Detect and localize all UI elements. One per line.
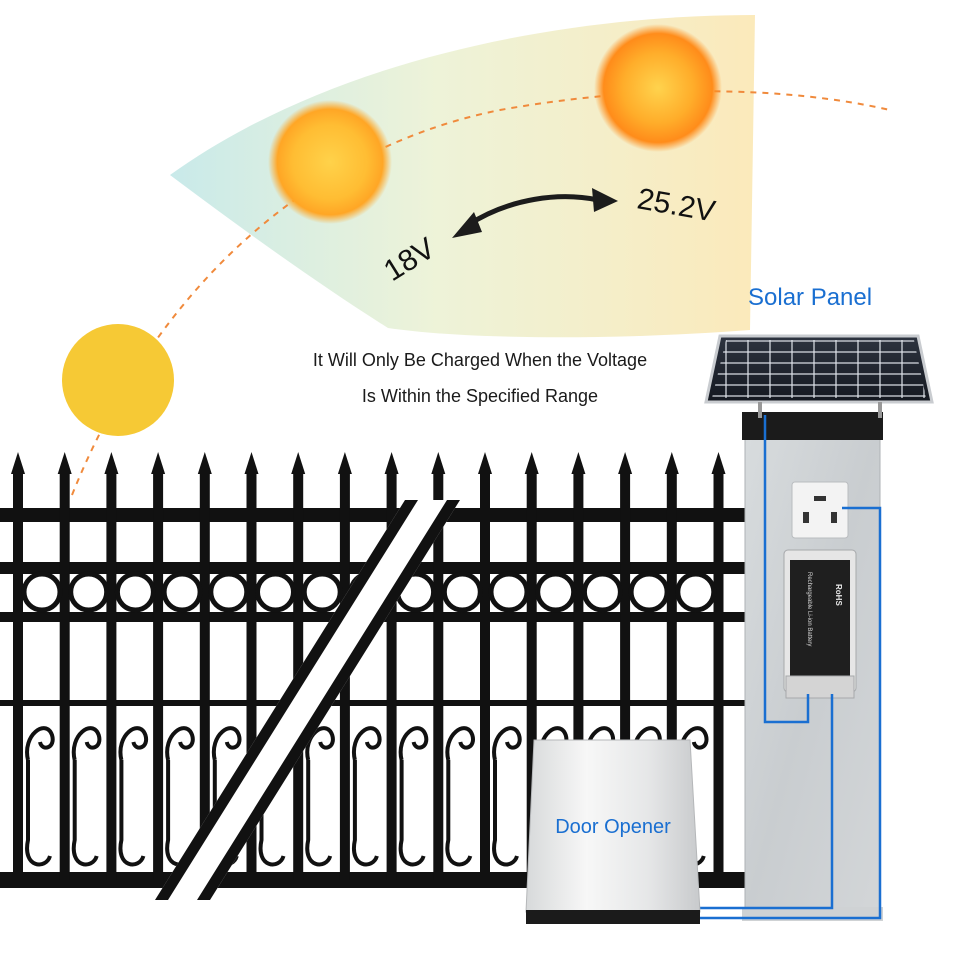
fence-scroll [492, 726, 522, 867]
fence-picket [106, 470, 117, 880]
fence-picket [573, 470, 584, 880]
fence-picket [13, 470, 23, 880]
fence-spear-tip [57, 452, 72, 474]
battery-rohs-mark: RoHS [834, 584, 843, 606]
door-opener-unit [525, 739, 701, 924]
fence-spear-tip [571, 452, 586, 474]
battery-title: Rechargeable Li-ion Battery [806, 572, 812, 646]
fence-spear-tip [291, 452, 306, 474]
fence-picket [666, 470, 677, 880]
fence-spear-tip [524, 452, 539, 474]
fence-ring [581, 571, 623, 613]
fence-scroll [398, 726, 429, 867]
fence-ring [675, 571, 717, 613]
fence-picket [620, 470, 631, 880]
fence-spear-tip [197, 452, 212, 474]
fence-picket [153, 470, 164, 880]
fence-scroll [118, 726, 149, 867]
fence-spear-tip [478, 452, 492, 474]
fence-picket [59, 470, 70, 880]
fence-picket [526, 470, 537, 880]
sun-low-icon [62, 324, 174, 436]
fence-spear-tip [104, 452, 119, 474]
fence-picket [386, 470, 397, 880]
fence-picket [433, 470, 444, 880]
caption-line-2: Is Within the Specified Range [361, 386, 599, 406]
fence-spear-tip [337, 452, 352, 474]
fence-spear-tip [664, 452, 679, 474]
fence-ring [301, 571, 343, 613]
fence-spear-tip [11, 452, 25, 474]
sun-path-arc [71, 90, 891, 496]
solar-panel [704, 334, 934, 418]
gate-opening-slash [155, 500, 460, 900]
voltage-range-arrow [452, 188, 618, 238]
fence-ring [535, 571, 577, 613]
sun-high-icon [594, 24, 722, 152]
fence-ring [161, 571, 203, 613]
fence-picket [246, 470, 257, 880]
fence-ring [21, 571, 63, 613]
fence-ring [68, 571, 110, 613]
fence-scroll [165, 726, 195, 867]
fence-picket [199, 470, 210, 880]
fence-scroll [351, 726, 382, 867]
sun-mid-icon [268, 100, 392, 224]
fence-picket [480, 470, 490, 880]
fence-spear-tip [618, 452, 633, 474]
wiring [700, 415, 882, 920]
fence-scroll [25, 726, 55, 867]
fence-ring [441, 571, 483, 613]
fence-scroll [305, 726, 335, 867]
fence-ring [255, 571, 296, 613]
fence-scroll [71, 726, 102, 867]
solar-panel-label: Solar Panel [748, 284, 873, 311]
fence-scroll [445, 726, 475, 867]
fence-ring [114, 571, 156, 613]
caption-line-1: It Will Only Be Charged When the Voltage [312, 350, 648, 370]
battery-box [783, 549, 857, 699]
fence-spear-tip [244, 452, 259, 474]
fence-rings [21, 571, 717, 613]
door-opener-label: Door Opener [555, 816, 671, 838]
fence-ring [488, 571, 530, 613]
fence-spear-tip [384, 452, 399, 474]
fence-ring [208, 571, 250, 613]
fence-ring [628, 571, 670, 613]
fence-picket [713, 470, 724, 880]
fence-spear-tip [431, 452, 446, 474]
fence-spear-tip [711, 452, 726, 474]
wall-socket [791, 481, 849, 539]
fence-spear-tip [151, 452, 166, 474]
